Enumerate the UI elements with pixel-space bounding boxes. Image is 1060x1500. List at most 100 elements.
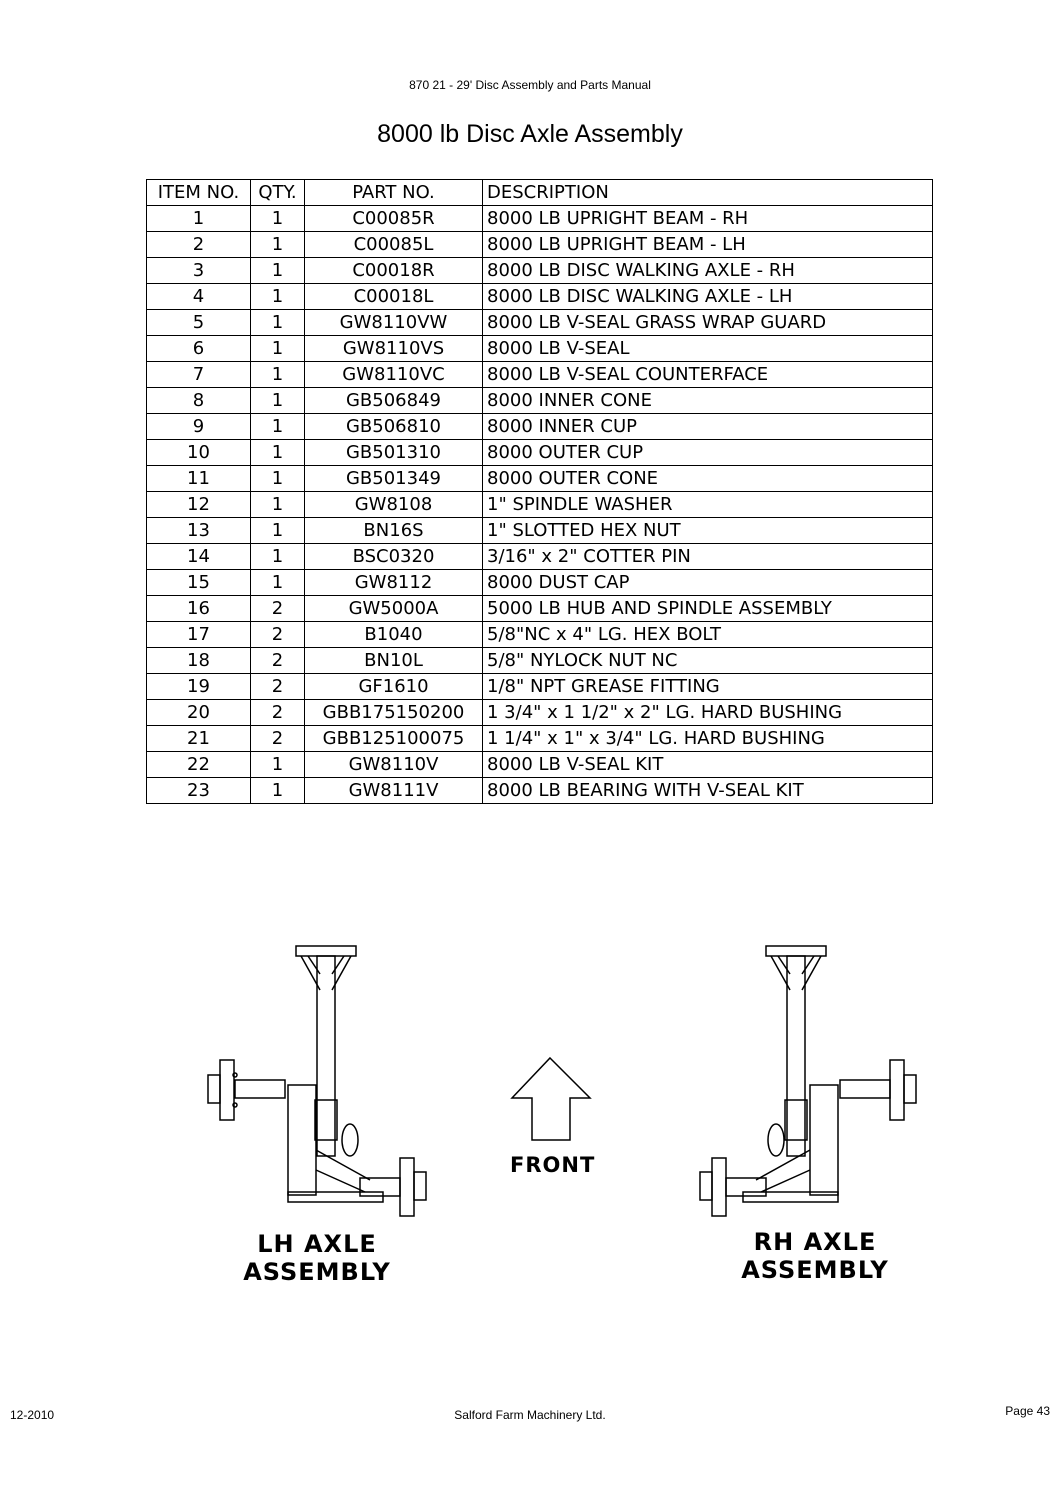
item-no-cell: 11	[146, 465, 251, 492]
description-cell: 8000 LB V-SEAL KIT	[482, 751, 933, 778]
description-cell: 8000 LB DISC WALKING AXLE - LH	[482, 283, 933, 310]
item-no-cell: 12	[146, 491, 251, 518]
part-no-cell: B1040	[304, 621, 483, 648]
item-no-cell: 9	[146, 413, 251, 440]
description-cell: 8000 LB V-SEAL COUNTERFACE	[482, 361, 933, 388]
qty-cell: 1	[250, 205, 305, 232]
page-title: 8000 lb Disc Axle Assembly	[377, 120, 683, 148]
part-no-cell: C00018L	[304, 283, 483, 310]
part-no-cell: BN10L	[304, 647, 483, 674]
item-no-cell: 14	[146, 543, 251, 570]
qty-cell: 2	[250, 621, 305, 648]
item-no-cell: 5	[146, 309, 251, 336]
description-cell: 8000 LB V-SEAL GRASS WRAP GUARD	[482, 309, 933, 336]
qty-cell: 2	[250, 699, 305, 726]
qty-cell: 1	[250, 413, 305, 440]
manual-header: 870 21 - 29' Disc Assembly and Parts Man…	[409, 78, 651, 92]
item-no-cell: 15	[146, 569, 251, 596]
lh-axle-drawing	[207, 945, 427, 1217]
col-header-item-no: ITEM NO.	[146, 179, 251, 206]
part-no-cell: GW8112	[304, 569, 483, 596]
rh-axle-label-line2: ASSEMBLY	[741, 1256, 889, 1284]
col-header-part-no: PART NO.	[304, 179, 483, 206]
col-header-qty: QTY.	[250, 179, 305, 206]
description-cell: 1" SLOTTED HEX NUT	[482, 517, 933, 544]
description-cell: 5000 LB HUB AND SPINDLE ASSEMBLY	[482, 595, 933, 622]
item-no-cell: 17	[146, 621, 251, 648]
qty-cell: 1	[250, 257, 305, 284]
item-no-cell: 20	[146, 699, 251, 726]
description-cell: 8000 INNER CUP	[482, 413, 933, 440]
qty-cell: 1	[250, 361, 305, 388]
part-no-cell: GW8111V	[304, 777, 483, 804]
footer-date: 12-2010	[10, 1408, 55, 1422]
item-no-cell: 1	[146, 205, 251, 232]
qty-cell: 2	[250, 673, 305, 700]
part-no-cell: GF1610	[304, 673, 483, 700]
description-cell: 8000 LB DISC WALKING AXLE - RH	[482, 257, 933, 284]
part-no-cell: GB506849	[304, 387, 483, 414]
part-no-cell: GW8110V	[304, 751, 483, 778]
description-cell: 8000 OUTER CONE	[482, 465, 933, 492]
footer-company: Salford Farm Machinery Ltd.	[454, 1408, 606, 1422]
rh-axle-label: RH AXLE ASSEMBLY	[735, 1228, 895, 1284]
lh-axle-label-line1: LH AXLE	[257, 1230, 377, 1258]
qty-cell: 2	[250, 595, 305, 622]
part-no-cell: GW8110VC	[304, 361, 483, 388]
part-no-cell: C00018R	[304, 257, 483, 284]
item-no-cell: 22	[146, 751, 251, 778]
item-no-cell: 19	[146, 673, 251, 700]
col-header-description: DESCRIPTION	[482, 179, 933, 206]
qty-cell: 1	[250, 465, 305, 492]
qty-cell: 1	[250, 387, 305, 414]
front-arrow-icon	[510, 1056, 592, 1141]
part-no-cell: GW5000A	[304, 595, 483, 622]
item-no-cell: 7	[146, 361, 251, 388]
qty-cell: 1	[250, 491, 305, 518]
qty-cell: 1	[250, 777, 305, 804]
rh-axle-drawing	[699, 945, 917, 1217]
item-no-cell: 2	[146, 231, 251, 258]
item-no-cell: 18	[146, 647, 251, 674]
axle-assembly-drawing	[207, 945, 917, 1217]
part-no-cell: GB501310	[304, 439, 483, 466]
part-no-cell: GBB175150200	[304, 699, 483, 726]
part-no-cell: BSC0320	[304, 543, 483, 570]
part-no-cell: BN16S	[304, 517, 483, 544]
description-cell: 8000 OUTER CUP	[482, 439, 933, 466]
description-cell: 8000 LB BEARING WITH V-SEAL KIT	[482, 777, 933, 804]
description-cell: 1" SPINDLE WASHER	[482, 491, 933, 518]
qty-cell: 1	[250, 231, 305, 258]
item-no-cell: 21	[146, 725, 251, 752]
item-no-cell: 8	[146, 387, 251, 414]
item-no-cell: 16	[146, 595, 251, 622]
qty-cell: 2	[250, 647, 305, 674]
description-cell: 1 1/4" x 1" x 3/4" LG. HARD BUSHING	[482, 725, 933, 752]
description-cell: 8000 LB UPRIGHT BEAM - RH	[482, 205, 933, 232]
description-cell: 8000 DUST CAP	[482, 569, 933, 596]
description-cell: 8000 LB UPRIGHT BEAM - LH	[482, 231, 933, 258]
description-cell: 1 3/4" x 1 1/2" x 2" LG. HARD BUSHING	[482, 699, 933, 726]
qty-cell: 2	[250, 725, 305, 752]
table-header-row: ITEM NO. QTY. PART NO. DESCRIPTION	[146, 179, 933, 206]
footer-page-number: Page 43	[1005, 1404, 1050, 1418]
qty-cell: 1	[250, 751, 305, 778]
